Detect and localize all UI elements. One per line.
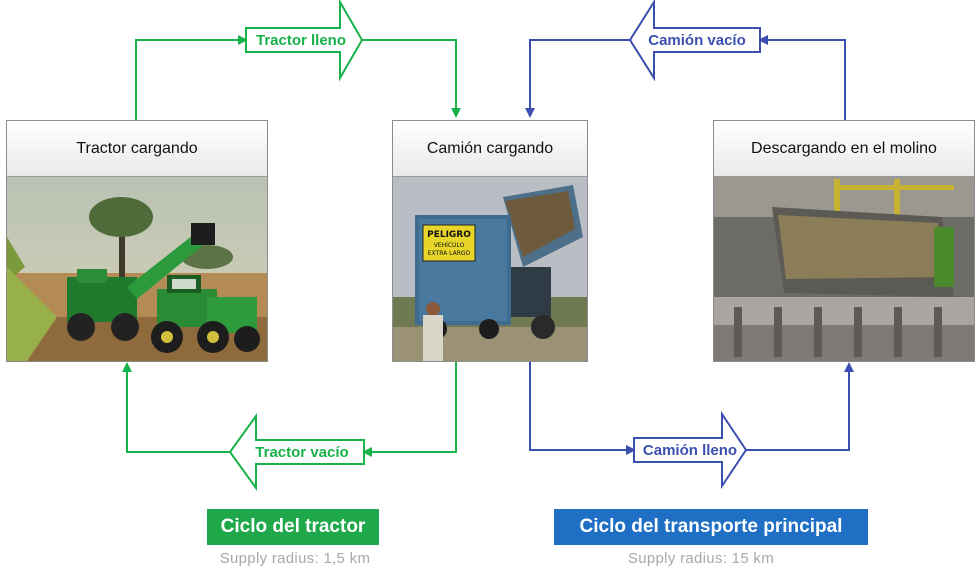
transport-supply-radius: Supply radius: 15 km — [596, 550, 806, 567]
tractor-cycle-badge: Ciclo del tractor — [207, 509, 379, 545]
tractor-supply-radius: Supply radius: 1,5 km — [190, 550, 400, 567]
warning-sign-line3: EXTRA LARGO — [428, 250, 471, 257]
tractor-full-label: Tractor lleno — [248, 28, 354, 52]
truck-full-connector — [530, 362, 634, 450]
sugarcane-harvester-photo — [7, 177, 267, 361]
truck-empty-label: Camión vacío — [638, 28, 756, 52]
truck-loading-photo: PELIGRO VEHÍCULO EXTRA LARGO — [393, 177, 587, 361]
stage-title: Tractor cargando — [7, 121, 267, 177]
warning-sign-line1: PELIGRO — [427, 230, 471, 240]
tractor-empty-connector — [364, 362, 456, 452]
truck-empty-connector — [760, 40, 845, 120]
tractor-full-connector-tail — [362, 40, 456, 116]
truck-full-label: Camión lleno — [634, 438, 746, 462]
truck-empty-connector-tail — [530, 40, 630, 116]
tractor-full-connector — [136, 40, 246, 120]
tractor-empty-label: Tractor vacío — [244, 440, 360, 464]
stage-title: Camión cargando — [393, 121, 587, 177]
warning-sign-line2: VEHÍCULO — [434, 242, 465, 249]
tractor-empty-connector-tail — [127, 364, 230, 452]
mill-unloading-photo — [714, 177, 974, 361]
stage-mill-unloading: Descargando en el molino — [713, 120, 975, 362]
transport-cycle-badge: Ciclo del transporte principal — [554, 509, 868, 545]
truck-full-connector-tail — [746, 364, 849, 450]
stage-title: Descargando en el molino — [714, 121, 974, 177]
stage-truck-loading: Camión cargando PELIGRO VEHÍCULO EXTRA L… — [392, 120, 588, 362]
stage-tractor-loading: Tractor cargando — [6, 120, 268, 362]
